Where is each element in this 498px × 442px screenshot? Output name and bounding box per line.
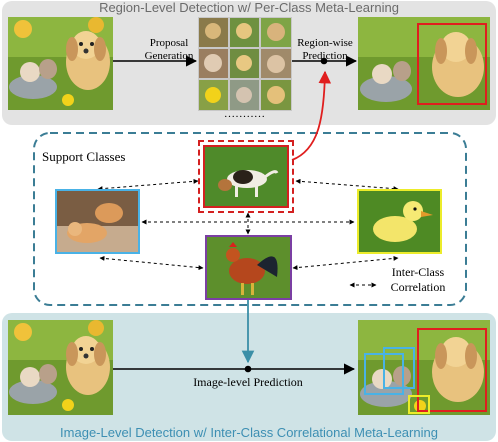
legend-label-1: Inter-Class xyxy=(391,265,445,279)
support-classes-title: Support Classes xyxy=(42,149,126,164)
dog-support-highlight xyxy=(198,140,294,213)
dog-support-image xyxy=(203,145,289,208)
proposal-generation-label-1: Proposal xyxy=(149,37,189,49)
cat-support-image xyxy=(55,189,140,254)
proposal-grid xyxy=(198,17,292,111)
bottom-panel-title: Image-Level Detection w/ Inter-Class Cor… xyxy=(60,425,438,440)
support-classes-frame xyxy=(33,132,467,306)
legend-label-2: Correlation xyxy=(390,280,446,294)
region-result-image xyxy=(358,17,490,110)
query-image-bottom xyxy=(8,320,113,415)
image-result-image xyxy=(358,320,490,415)
top-panel-title: Region-Level Detection w/ Per-Class Meta… xyxy=(99,0,399,15)
image-prediction-node xyxy=(244,365,252,373)
proposal-ellipsis: ........... xyxy=(224,108,266,120)
duck-support-image xyxy=(357,189,442,254)
rooster-support-image xyxy=(205,235,292,300)
region-prediction-node xyxy=(320,57,328,65)
query-image-top xyxy=(8,17,113,110)
red-support-arrow xyxy=(291,70,332,161)
region-prediction-label-1: Region-wise xyxy=(297,37,353,49)
image-level-prediction-label: Image-level Prediction xyxy=(193,375,303,389)
proposal-generation-label-2: Generation xyxy=(144,50,194,62)
region-prediction-label-2: Prediction xyxy=(302,50,348,62)
